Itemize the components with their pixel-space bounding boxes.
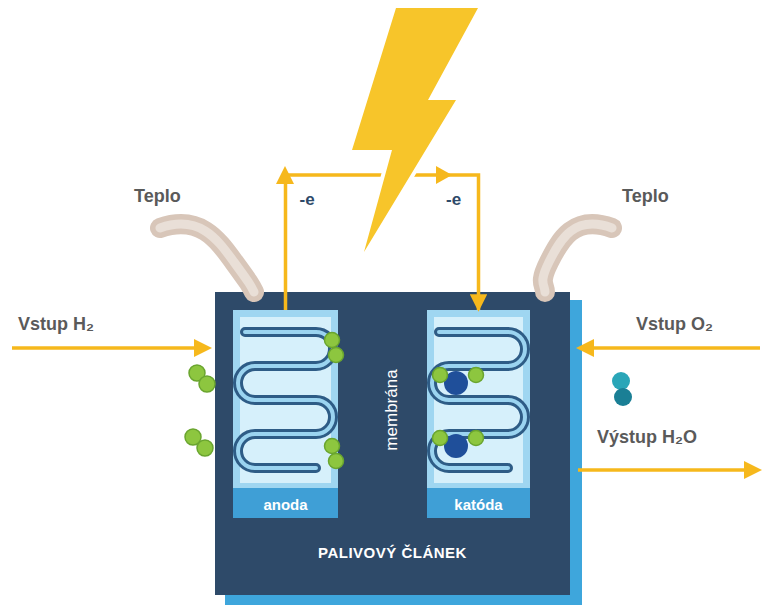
hydrogen-molecule [325,439,340,454]
heat-steam [543,224,612,292]
water-forming-molecule [433,431,448,446]
electrode-label-strip [233,488,338,518]
gas-channel [238,332,333,468]
flow-arrows [744,461,762,479]
water-forming-molecule [469,431,484,446]
up-arrow-head [436,166,452,184]
hydrogen-molecule [329,454,344,469]
up-arrow-head [276,166,294,184]
water-forming-molecule [433,368,484,459]
flow-arrows [592,346,760,350]
water-molecule [614,388,632,406]
water-molecule [612,372,632,406]
heat-steam [543,224,612,292]
heat-steam [160,224,254,292]
gas-channel [238,332,333,468]
anode-panel: anoda [233,310,338,518]
lightning-bolt [352,8,478,252]
hydrogen-molecule [325,333,340,348]
cathode-panel: katóda [427,310,530,518]
electrode-label: katóda [427,496,530,513]
electrode-frame [427,310,530,518]
cell-shapes [215,292,582,605]
output-label: Výstup H₂O [597,427,697,448]
electrode-frame [233,310,338,518]
flow-arrows [578,468,744,472]
lightning-bolt [352,8,478,252]
water-molecule [612,372,630,390]
hydrogen-molecule [329,348,344,363]
flow-arrows [576,339,594,357]
gas-channel [432,332,525,468]
membrane-label: membrána [382,369,402,450]
flow-arrows [12,339,762,479]
heat-steam [160,224,612,292]
gas-channel [432,332,525,468]
water-forming-molecule [469,368,484,383]
electrode-label: anoda [233,496,338,513]
electron-label: -e [300,190,315,210]
flow-arrows [194,339,212,357]
electrode-label-strip [427,488,530,518]
input-label: Vstup O₂ [636,314,713,335]
heat-steam [160,224,254,292]
hydrogen-molecule [185,333,344,469]
heat-label: Teplo [622,186,669,207]
flow-arrows [12,346,196,350]
up-arrow-head [276,166,452,184]
device-title: PALIVOVÝ ČLÁNEK [215,544,570,561]
heat-label: Teplo [134,186,181,207]
hydrogen-molecule [197,440,213,456]
fuel-cell-body [215,292,570,595]
input-label: Vstup H₂ [18,314,94,335]
water-forming-molecule [433,368,448,383]
hydrogen-molecule [199,376,215,392]
electron-label: -e [446,190,461,210]
